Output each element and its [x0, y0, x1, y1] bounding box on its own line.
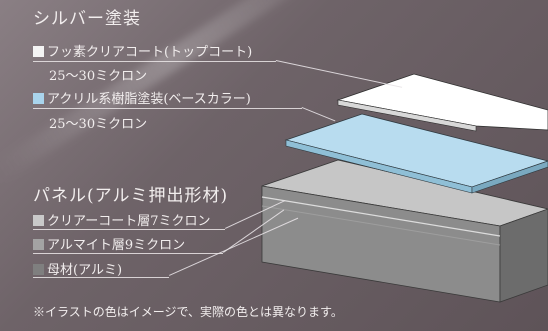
base-metal-underline: [33, 277, 169, 278]
top-coat-sheet: [336, 73, 548, 132]
anodize-label: アルマイト層9ミクロン: [33, 239, 185, 252]
panel-title: パネル(アルミ押出形材): [33, 186, 229, 206]
base-color-sheet: [284, 113, 548, 194]
anodize-name: アルマイト層9ミクロン: [47, 238, 186, 253]
color-disclaimer-note: ※イラストの色はイメージで、実際の色とは異なります。: [33, 305, 343, 319]
base-metal-name: 母材(アルミ): [47, 263, 123, 278]
top-coat-name: フッ素クリアコート(トップコート): [47, 45, 253, 60]
base-color-swatch: [33, 93, 44, 104]
top-coat-swatch: [33, 46, 44, 57]
clear-coat-name: クリアーコート層7ミクロン: [47, 214, 211, 229]
base-color-spec: 25～30ミクロン: [49, 117, 148, 132]
base-color-name: アクリル系樹脂塗装(ベースカラー): [47, 92, 251, 107]
anodize-underline: [33, 253, 223, 254]
base-block: [261, 159, 548, 303]
clear-coat-swatch: [33, 215, 44, 226]
base-color-underline: [33, 108, 302, 109]
clear-coat-label: クリアーコート層7ミクロン: [33, 215, 211, 228]
base-metal-swatch: [33, 264, 44, 275]
clear-coat-underline: [33, 229, 225, 230]
top-coat-underline: [33, 61, 276, 62]
base-metal-label: 母材(アルミ): [33, 264, 122, 277]
silver-coating-title: シルバー塗装: [33, 9, 141, 29]
anodize-swatch: [33, 239, 44, 250]
base-color-label: アクリル系樹脂塗装(ベースカラー): [33, 93, 251, 106]
base-block-side: [499, 208, 548, 303]
top-coat-spec: 25～30ミクロン: [49, 69, 148, 84]
top-coat-label: フッ素クリアコート(トップコート): [33, 46, 252, 59]
